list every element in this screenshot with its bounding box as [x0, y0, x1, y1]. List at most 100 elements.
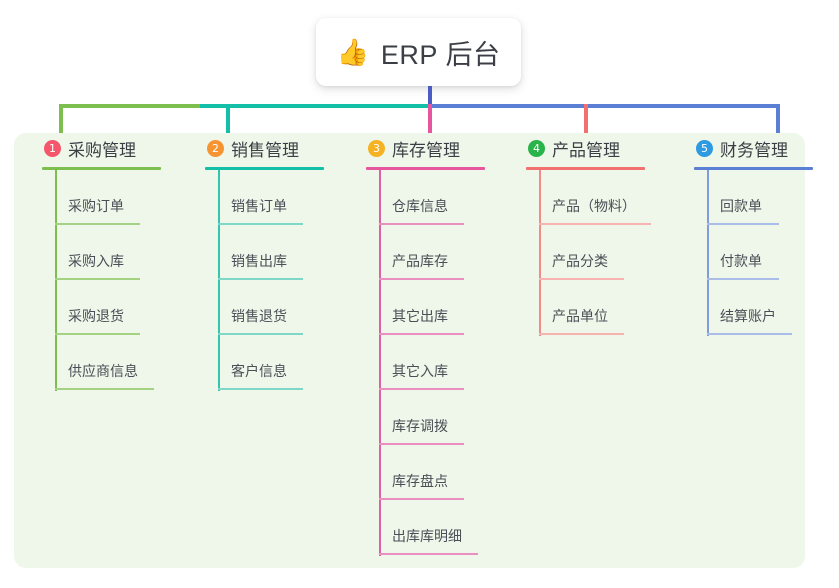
branch-header-2[interactable]: 2 销售管理 [205, 133, 350, 163]
leaf-node[interactable]: 客户信息 [205, 335, 350, 390]
leaf-underline [539, 278, 624, 280]
leaf-node[interactable]: 库存盘点 [366, 445, 526, 500]
leaf-underline [379, 223, 464, 225]
leaf-node[interactable]: 采购订单 [42, 170, 187, 225]
leaf-node[interactable]: 付款单 [694, 225, 839, 280]
leaf-underline [218, 388, 303, 390]
branch-column-3: 3 库存管理 仓库信息 产品库存 其它出库 其它入库 [366, 133, 526, 556]
trunk-connector-green [59, 104, 202, 108]
branch-title-4: 产品管理 [552, 140, 620, 160]
leaf-underline [55, 388, 154, 390]
branch-underline-3 [366, 167, 485, 170]
leaf-label: 库存盘点 [392, 473, 448, 489]
leaf-label: 产品分类 [552, 253, 608, 269]
leaf-underline [55, 223, 140, 225]
leaf-label: 采购入库 [68, 253, 124, 269]
branch-spine-5 [707, 170, 709, 336]
leaf-node[interactable]: 出库库明细 [366, 500, 526, 555]
root-node-label: ERP 后台 [380, 39, 501, 70]
leaf-node[interactable]: 仓库信息 [366, 170, 526, 225]
branch-badge-3: 3 [368, 139, 385, 157]
leaf-label: 销售退货 [231, 308, 287, 324]
leaf-node[interactable]: 销售出库 [205, 225, 350, 280]
leaf-node[interactable]: 销售退货 [205, 280, 350, 335]
leaf-underline [218, 278, 303, 280]
leaf-underline [379, 388, 464, 390]
branch-header-1[interactable]: 1 采购管理 [42, 133, 187, 163]
leaf-node[interactable]: 产品库存 [366, 225, 526, 280]
leaf-label: 库存调拨 [392, 418, 448, 434]
branch-title-5: 财务管理 [720, 140, 788, 160]
leaf-underline [379, 443, 464, 445]
leaf-node[interactable]: 采购入库 [42, 225, 187, 280]
leaf-underline [379, 553, 478, 555]
branch-items-5: 回款单 付款单 结算账户 [694, 170, 839, 336]
leaf-label: 付款单 [720, 253, 762, 269]
leaf-underline [707, 278, 779, 280]
leaf-node[interactable]: 库存调拨 [366, 390, 526, 445]
branch-title-2: 销售管理 [231, 140, 299, 160]
branch-column-2: 2 销售管理 销售订单 销售出库 销售退货 客户信息 [205, 133, 350, 391]
branch-items-2: 销售订单 销售出库 销售退货 客户信息 [205, 170, 350, 391]
leaf-node[interactable]: 采购退货 [42, 280, 187, 335]
branch-column-1: 1 采购管理 采购订单 采购入库 采购退货 供应商信 [42, 133, 187, 391]
trunk-connector-teal [200, 104, 430, 108]
branch-stem-4 [584, 104, 588, 142]
branch-title-3: 库存管理 [392, 140, 460, 160]
branch-header-5[interactable]: 5 财务管理 [694, 133, 839, 163]
leaf-label: 产品库存 [392, 253, 448, 269]
leaf-underline [379, 333, 464, 335]
leaf-label: 供应商信息 [68, 363, 138, 379]
branch-title-1: 采购管理 [68, 140, 136, 160]
branch-badge-5: 5 [696, 139, 713, 157]
leaf-underline [218, 223, 303, 225]
leaf-label: 产品（物料） [552, 198, 636, 214]
leaf-underline [707, 223, 779, 225]
branch-header-4[interactable]: 4 产品管理 [526, 133, 686, 163]
leaf-label: 采购订单 [68, 198, 124, 214]
branch-underline-1 [42, 167, 161, 170]
branch-badge-4: 4 [528, 139, 545, 157]
leaf-underline [379, 278, 464, 280]
branch-spine-3 [379, 170, 381, 556]
branch-stem-3 [428, 104, 432, 142]
leaf-underline [379, 498, 464, 500]
branch-items-3: 仓库信息 产品库存 其它出库 其它入库 库存调拨 [366, 170, 526, 556]
leaf-node[interactable]: 产品分类 [526, 225, 686, 280]
branches-panel: 1 采购管理 采购订单 采购入库 采购退货 供应商信 [14, 133, 813, 568]
leaf-label: 产品单位 [552, 308, 608, 324]
root-stem-connector [428, 86, 432, 106]
branch-underline-5 [694, 167, 813, 170]
branch-stem-2 [226, 104, 230, 142]
leaf-node[interactable]: 产品（物料） [526, 170, 686, 225]
branch-spine-4 [539, 170, 541, 336]
leaf-node[interactable]: 其它入库 [366, 335, 526, 390]
leaf-node[interactable]: 结算账户 [694, 280, 839, 335]
leaf-underline [55, 278, 140, 280]
leaf-underline [55, 333, 140, 335]
leaf-label: 回款单 [720, 198, 762, 214]
branch-badge-2: 2 [207, 139, 224, 157]
leaf-label: 其它入库 [392, 363, 448, 379]
branch-badge-1: 1 [44, 139, 61, 157]
leaf-node[interactable]: 产品单位 [526, 280, 686, 335]
leaf-node[interactable]: 回款单 [694, 170, 839, 225]
leaf-underline [218, 333, 303, 335]
leaf-label: 销售订单 [231, 198, 287, 214]
leaf-node[interactable]: 供应商信息 [42, 335, 187, 390]
leaf-underline [539, 223, 651, 225]
leaf-label: 仓库信息 [392, 198, 448, 214]
leaf-node[interactable]: 销售订单 [205, 170, 350, 225]
branch-stem-5 [776, 104, 780, 142]
leaf-label: 其它出库 [392, 308, 448, 324]
leaf-label: 采购退货 [68, 308, 124, 324]
trunk-connector-blue [428, 104, 780, 108]
branch-header-3[interactable]: 3 库存管理 [366, 133, 526, 163]
leaf-node[interactable]: 其它出库 [366, 280, 526, 335]
leaf-label: 出库库明细 [392, 528, 462, 544]
branch-underline-4 [526, 167, 645, 170]
branch-column-5: 5 财务管理 回款单 付款单 结算账户 [694, 133, 839, 336]
branch-stem-1 [59, 104, 63, 142]
root-node[interactable]: 👍 ERP 后台 [316, 18, 521, 86]
